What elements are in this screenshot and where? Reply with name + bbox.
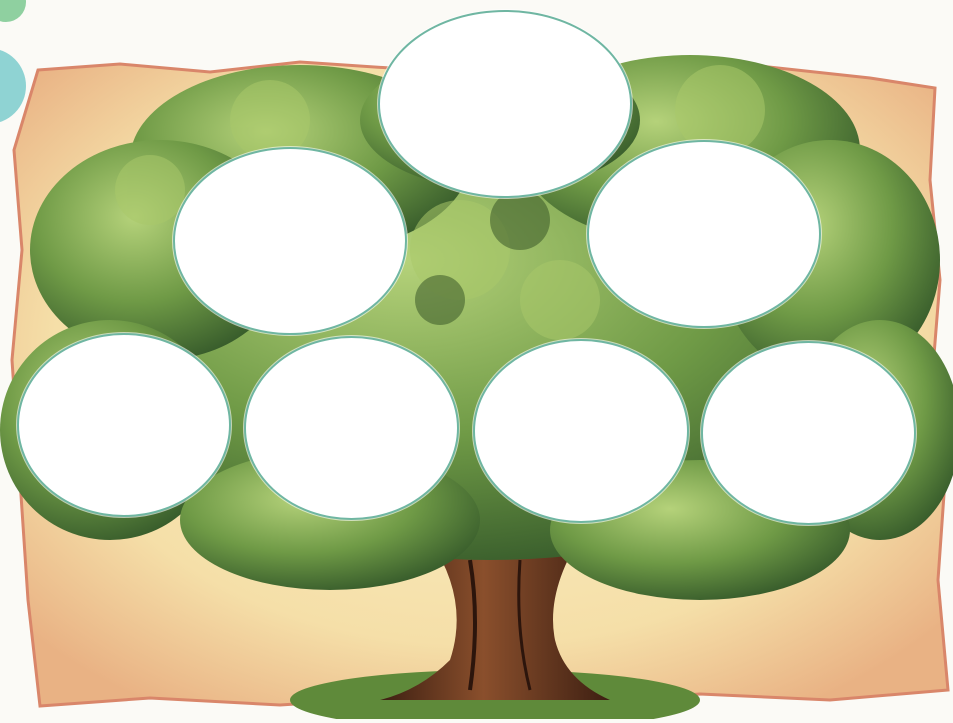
name-slot-bottom-3[interactable] [473, 339, 689, 523]
name-slot-bottom-4[interactable] [701, 341, 916, 525]
name-slot-middle-left[interactable] [173, 147, 407, 335]
name-slot-top[interactable] [378, 10, 632, 198]
name-slot-middle-right[interactable] [587, 140, 821, 328]
name-slot-bottom-1[interactable] [17, 333, 231, 517]
name-slot-bottom-2[interactable] [244, 336, 459, 520]
